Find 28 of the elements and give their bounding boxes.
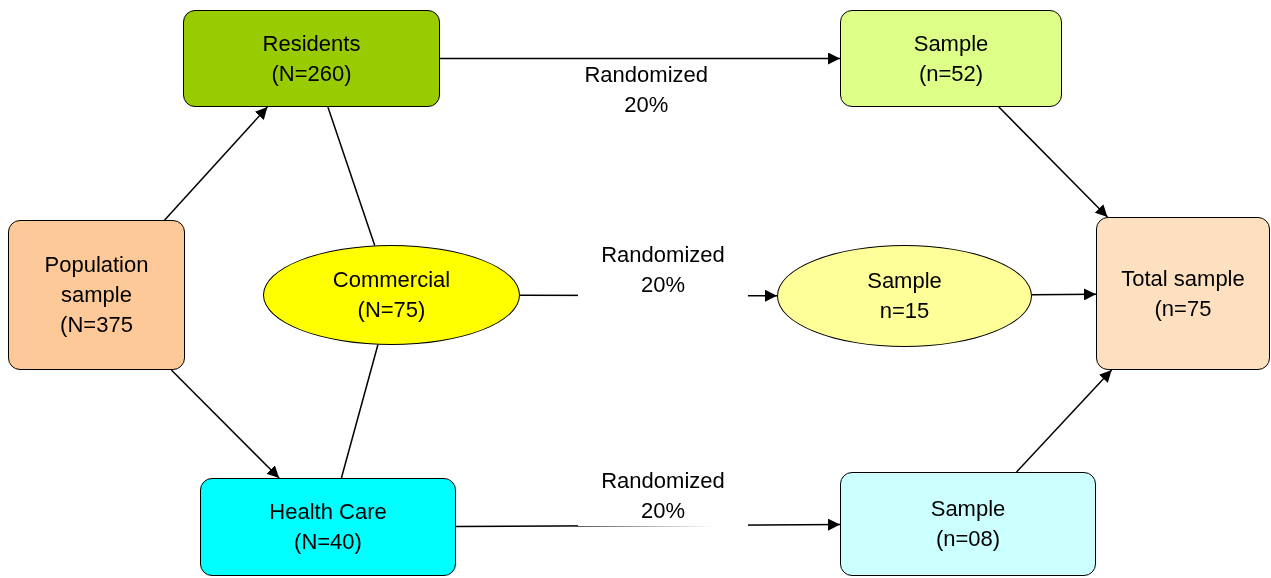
node-text: (N=260) bbox=[271, 59, 352, 88]
node-text: Sample bbox=[913, 29, 989, 58]
arrow bbox=[998, 106, 1109, 218]
node-text: (n=08) bbox=[935, 525, 1001, 553]
node-text: Sample bbox=[930, 495, 1006, 523]
arrow bbox=[1031, 288, 1097, 301]
process-box bbox=[1096, 217, 1270, 370]
node-text: n=15 bbox=[879, 297, 930, 325]
process-box bbox=[840, 472, 1096, 576]
node-text: (n=75 bbox=[1154, 294, 1212, 323]
node-text: Population sample bbox=[43, 251, 150, 309]
node-text: Sample bbox=[867, 267, 942, 295]
arrow bbox=[1015, 369, 1113, 473]
node-text: Residents bbox=[262, 29, 361, 58]
node-text: (N=75) bbox=[357, 296, 426, 324]
node-text: Health Care bbox=[269, 498, 387, 526]
process-box bbox=[183, 10, 440, 107]
node-text: Commercial bbox=[332, 266, 451, 294]
process-box bbox=[840, 10, 1062, 107]
process-box bbox=[8, 220, 185, 370]
node-text: (N=375 bbox=[60, 311, 133, 339]
node-text: (N=40) bbox=[294, 528, 362, 556]
node-text: Total sample bbox=[1121, 264, 1245, 293]
process-box bbox=[200, 478, 456, 576]
arrow bbox=[439, 52, 841, 65]
arrow bbox=[170, 369, 280, 479]
arrow bbox=[163, 106, 269, 221]
node-text: (n=52) bbox=[918, 59, 984, 88]
